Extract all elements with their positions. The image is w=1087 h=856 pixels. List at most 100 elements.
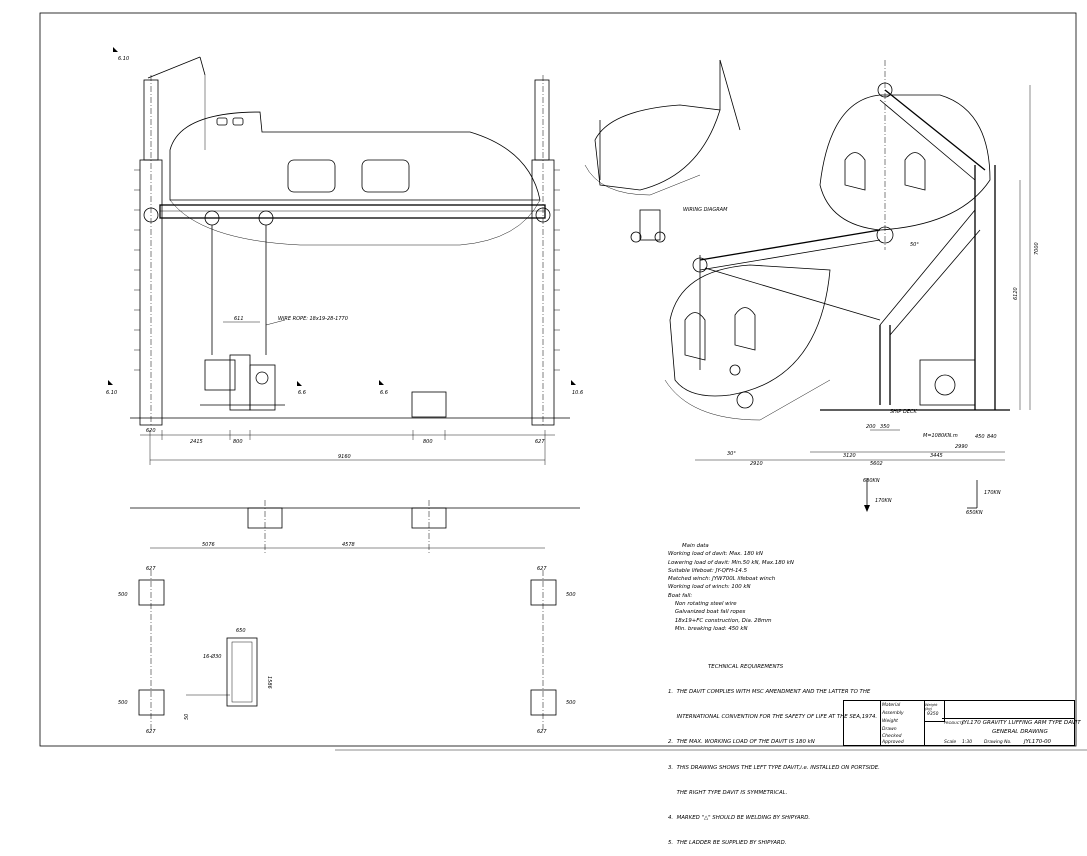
dim-800b: 800 bbox=[423, 439, 433, 445]
foundation-pad bbox=[530, 689, 557, 716]
main-data-line: Matched winch: JYW700L lifeboat winch bbox=[668, 576, 776, 583]
col-label-checked: Checked bbox=[882, 734, 902, 739]
row-label-assembly: Assembly bbox=[882, 711, 904, 716]
technical-requirements: TECHNICAL REQUIREMENTS 1. THE DAVIT COMP… bbox=[668, 646, 880, 856]
dim-9160: 9160 bbox=[338, 454, 351, 460]
dim-800: 800 bbox=[233, 439, 243, 445]
lifeboat-window bbox=[361, 159, 410, 193]
engineering-drawing: 611 WIRE ROPE: 18x19-28-1770 6.10 6.10 6… bbox=[39, 12, 1087, 751]
dim-500c: 500 bbox=[118, 700, 128, 706]
wiring-diagram-view: WIRING DIAGRAM bbox=[584, 59, 741, 243]
dim-4578: 4578 bbox=[342, 542, 355, 548]
dim-627: 627 bbox=[535, 439, 545, 445]
lifeboat-outline bbox=[169, 111, 541, 201]
dim-50: 50 bbox=[184, 714, 190, 720]
tech-req-line: 2. THE MAX. WORKING LOAD OF THE DAVIT IS… bbox=[668, 739, 815, 746]
ref-mark: 6.10 bbox=[118, 56, 129, 62]
dim-3445: 3445 bbox=[930, 453, 943, 459]
sheet-border bbox=[39, 12, 1077, 747]
drawing-subtitle: GENERAL DRAWING bbox=[992, 729, 1048, 735]
main-data-line: 18x19+FC construction, Dia. 28mm bbox=[668, 617, 772, 624]
force-label: 170KN bbox=[984, 490, 1001, 496]
weight-value: 9350 bbox=[927, 712, 939, 717]
col-label-drawn: Drawn bbox=[882, 727, 897, 732]
ref-mark: 6.6 bbox=[380, 390, 388, 396]
winch bbox=[200, 354, 285, 411]
lowered-boat bbox=[669, 264, 831, 397]
foundation-pad bbox=[138, 689, 165, 716]
col-label-approved: Approved bbox=[882, 740, 904, 745]
dim-627b: 627 bbox=[537, 566, 547, 572]
dim-450: 450 bbox=[975, 434, 985, 440]
drawing-number: JYL170-00 bbox=[1024, 739, 1051, 745]
dim-2415: 2415 bbox=[190, 439, 203, 445]
ref-mark: 6.6 bbox=[298, 390, 306, 396]
title-block: Material Assembly Weight Drawn Checked A… bbox=[843, 700, 1081, 746]
dim-627c: 627 bbox=[146, 729, 156, 735]
dim-1586: 1586 bbox=[266, 676, 272, 689]
scale-label: Scale bbox=[944, 740, 957, 745]
dim-840: 840 bbox=[987, 434, 997, 440]
dim-611: 611 bbox=[234, 316, 244, 322]
tech-req-line: 5. THE LADDER BE SUPPLIED BY SHIPYARD. bbox=[668, 840, 787, 847]
bolt-holes: 16-Ø30 bbox=[203, 653, 221, 660]
tech-req-heading: TECHNICAL REQUIREMENTS bbox=[708, 663, 784, 670]
lifeboat-window bbox=[287, 159, 336, 193]
dim-200: 200 bbox=[866, 424, 876, 430]
drawing-title: JYL170 GRAVITY LUFFING ARM TYPE DAVIT bbox=[962, 720, 1081, 726]
dim-627d: 627 bbox=[537, 729, 547, 735]
main-data-line: Galvanized boat fall ropes bbox=[668, 609, 746, 616]
drawing-number-label: Drawing No. bbox=[984, 740, 1012, 745]
main-data-line: Suitable lifeboat: JY-QFH-14.5 bbox=[668, 567, 748, 574]
main-data-line: Working load of winch: 100 kN bbox=[668, 584, 751, 591]
dim-500b: 500 bbox=[566, 592, 576, 598]
main-data-line: Min. breaking load: 450 kN bbox=[668, 625, 748, 632]
main-data-heading: Main data bbox=[682, 543, 709, 549]
dim-5602: 5602 bbox=[870, 461, 883, 467]
ref-mark: 6.10 bbox=[106, 390, 117, 396]
wire-rope-label: WIRE ROPE: 18x19-28-1770 bbox=[278, 316, 348, 322]
side-winch bbox=[919, 359, 976, 406]
main-data-line: Lowering load of davit: Min.50 kN, Max.1… bbox=[668, 559, 794, 566]
dim-7000: 7000 bbox=[1034, 242, 1040, 255]
dim-500d: 500 bbox=[566, 700, 576, 706]
foundation-pad bbox=[138, 579, 165, 606]
side-view: SHIP DECK M=1080KN.m 30° 50° 7000 6120 2… bbox=[664, 60, 1040, 516]
row-label-weight: Weight bbox=[882, 719, 898, 724]
plan-view: 5076 4578 627 627 627 627 500 500 500 50… bbox=[118, 500, 580, 735]
foundation-pad bbox=[530, 579, 557, 606]
ref-mark: 10.6 bbox=[572, 390, 583, 396]
dim-650: 650 bbox=[236, 628, 246, 634]
stowed-boat bbox=[819, 94, 991, 231]
dim-5076: 5076 bbox=[202, 542, 215, 548]
main-data-line: Working load of davit: Max. 180 kN bbox=[668, 551, 763, 558]
tech-req-line: THE RIGHT TYPE DAVIT IS SYMMETRICAL. bbox=[668, 789, 788, 796]
base-block bbox=[411, 391, 447, 418]
angle-label: 50° bbox=[910, 242, 919, 248]
right-davit-arm bbox=[534, 79, 550, 161]
weight-label: Weight (kg) bbox=[925, 703, 938, 711]
front-crossbeam bbox=[159, 204, 546, 219]
tech-req-line: INTERNATIONAL CONVENTION FOR THE SAFETY … bbox=[668, 714, 878, 721]
dim-6120: 6120 bbox=[1013, 287, 1019, 300]
dim-3120: 3120 bbox=[843, 453, 856, 459]
drawing-sheet: 611 WIRE ROPE: 18x19-28-1770 6.10 6.10 6… bbox=[39, 12, 1087, 846]
scale-value: 1:30 bbox=[962, 740, 973, 745]
dim-350: 350 bbox=[880, 424, 890, 430]
moment-label: M=1080KN.m bbox=[923, 433, 958, 439]
product-code: PRODUCTS bbox=[944, 721, 964, 725]
tech-req-line: 3. THIS DRAWING SHOWS THE LEFT TYPE DAVI… bbox=[668, 764, 880, 771]
tech-req-line: 1. THE DAVIT COMPLIES WITH MSC AMENDMENT… bbox=[668, 689, 871, 696]
main-data-block: Main data Working load of davit: Max. 18… bbox=[668, 542, 968, 633]
dim-620: 620 bbox=[146, 428, 156, 434]
ship-deck-label: SHIP DECK bbox=[890, 409, 918, 415]
main-data-line: Non rotating steel wire bbox=[668, 601, 737, 608]
wiring-diagram-label: WIRING DIAGRAM bbox=[683, 207, 728, 213]
force-label: 680KN bbox=[863, 478, 880, 484]
force-label: 650KN bbox=[966, 510, 983, 516]
main-data-line: Boat fall: bbox=[668, 592, 693, 599]
dim-2910: 2910 bbox=[750, 461, 763, 467]
tech-req-line: 4. MARKED "△" SHOULD BE WELDING BY SHIPY… bbox=[668, 815, 811, 822]
dim-2990: 2990 bbox=[955, 444, 968, 450]
dim-500a: 500 bbox=[118, 592, 128, 598]
